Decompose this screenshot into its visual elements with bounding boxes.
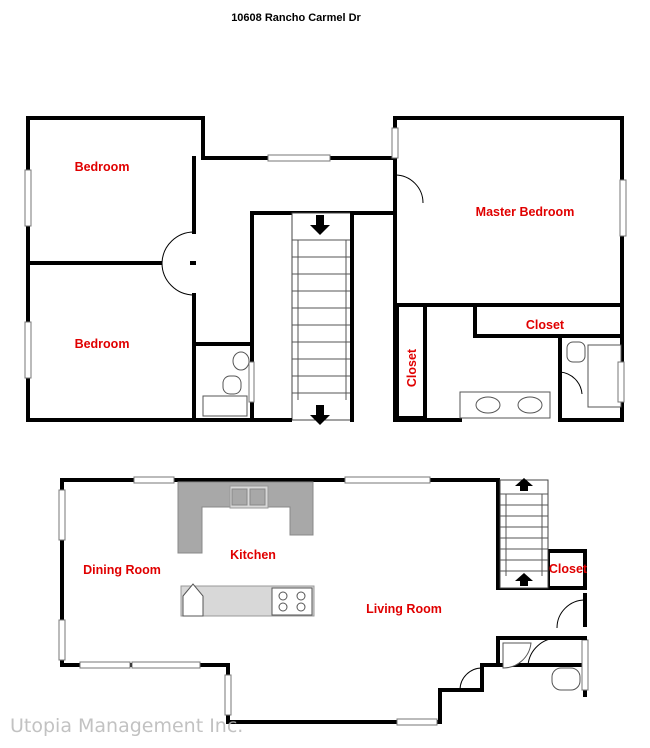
up-arrow-icon — [515, 573, 533, 586]
watermark: Utopia Management Inc. — [10, 715, 243, 737]
property-address: 10608 Rancho Carmel Dr — [231, 12, 361, 24]
room-label-kitchen: Kitchen — [230, 548, 276, 562]
room-label-master-bedroom: Master Bedroom — [476, 205, 575, 219]
down-arrow-icon — [310, 215, 330, 235]
room-label-bedroom-1: Bedroom — [75, 160, 130, 174]
stair-treads-upper — [292, 239, 352, 400]
stair-treads-lower — [500, 493, 548, 576]
room-label-upper-closet: Closet — [405, 348, 419, 387]
room-label-master-closet: Closet — [526, 318, 565, 332]
down-arrow-icon — [310, 405, 330, 425]
room-label-lower-closet: Closet — [549, 562, 588, 576]
upper-floor — [24, 116, 627, 425]
room-label-bedroom-2: Bedroom — [75, 337, 130, 351]
room-label-living-room: Living Room — [366, 602, 442, 616]
room-label-dining-room: Dining Room — [83, 563, 161, 577]
lower-floor — [58, 476, 589, 726]
up-arrow-icon — [515, 478, 533, 491]
